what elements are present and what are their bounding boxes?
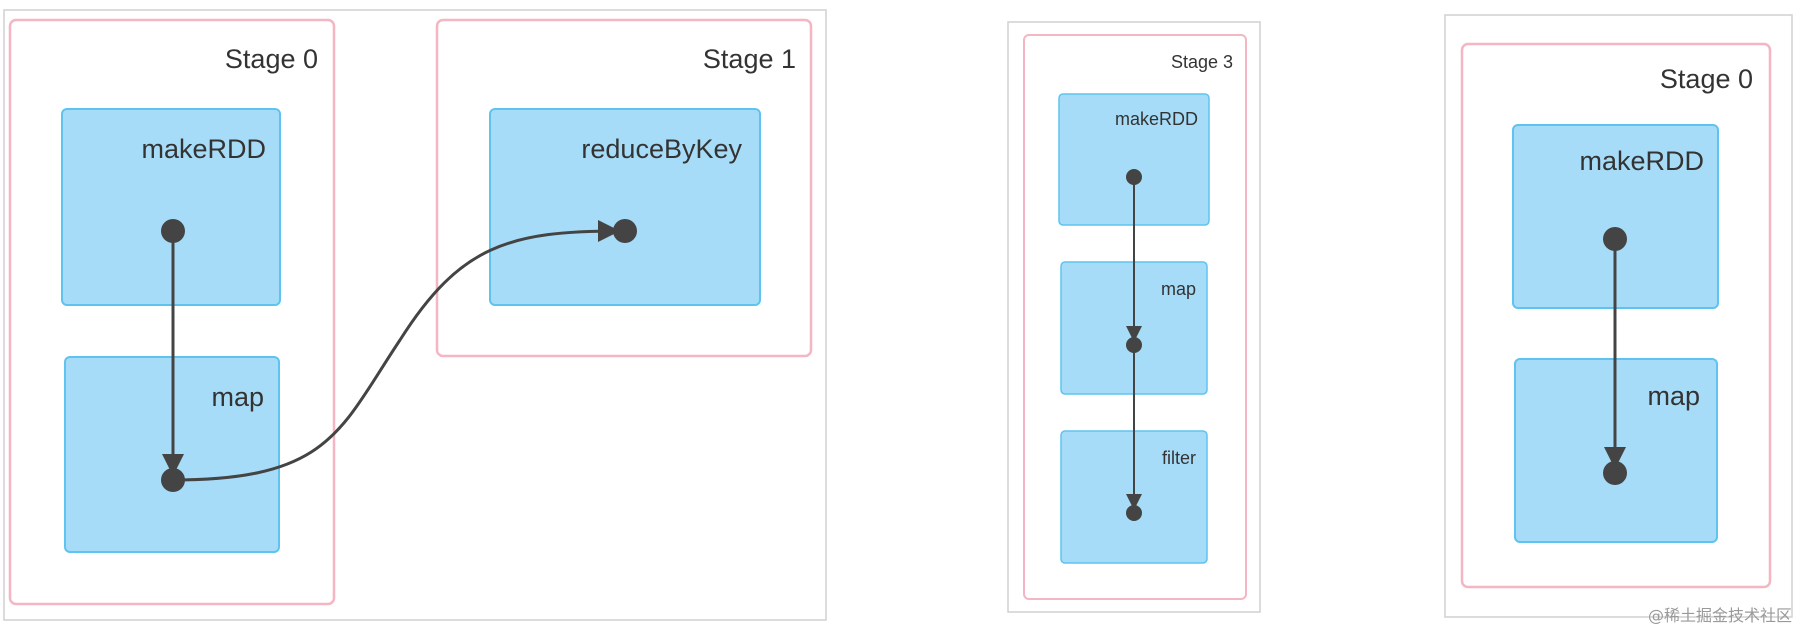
rdd-label: makeRDD <box>1115 109 1198 129</box>
rdd-dot <box>613 219 637 243</box>
rdd-label: makeRDD <box>1579 146 1704 176</box>
stage-label: Stage 0 <box>225 44 318 74</box>
stage-label: Stage 0 <box>1660 64 1753 94</box>
rdd-dot <box>1603 461 1627 485</box>
dag-panel-1: Stage 0 makeRDD map Stage 1 reduceByKey <box>3 9 827 621</box>
rdd-dot <box>161 468 185 492</box>
watermark: @稀土掘金技术社区 <box>1647 606 1792 625</box>
rdd-node: makeRDD <box>1512 124 1719 309</box>
stage-cluster: Stage 1 reduceByKey <box>435 18 813 358</box>
dag-panel-3: Stage 0 makeRDD map <box>1444 14 1793 618</box>
stage-label: Stage 1 <box>703 44 796 74</box>
rdd-label: makeRDD <box>141 134 266 164</box>
stage-box <box>1460 42 1772 589</box>
rdd-label: reduceByKey <box>581 134 742 164</box>
rdd-dot <box>1126 169 1142 185</box>
rdd-label: filter <box>1162 448 1196 468</box>
stage-box <box>8 18 336 606</box>
stage-box <box>1023 34 1247 600</box>
stage-box <box>435 18 813 358</box>
rdd-box <box>489 108 761 306</box>
rdd-label: map <box>1647 381 1700 411</box>
rdd-box <box>61 108 281 306</box>
rdd-node: makeRDD <box>1058 93 1210 226</box>
rdd-dot <box>1126 337 1142 353</box>
rdd-label: map <box>211 382 264 412</box>
rdd-dot <box>161 219 185 243</box>
rdd-dot <box>1126 505 1142 521</box>
rdd-node: reduceByKey <box>489 108 761 306</box>
dag-panel-2: Stage 3 makeRDD map filter <box>1007 21 1261 613</box>
rdd-node: makeRDD <box>61 108 281 306</box>
rdd-dot <box>1603 227 1627 251</box>
stage-label: Stage 3 <box>1171 52 1233 72</box>
rdd-label: map <box>1161 279 1196 299</box>
shuffle-edge <box>172 220 621 482</box>
